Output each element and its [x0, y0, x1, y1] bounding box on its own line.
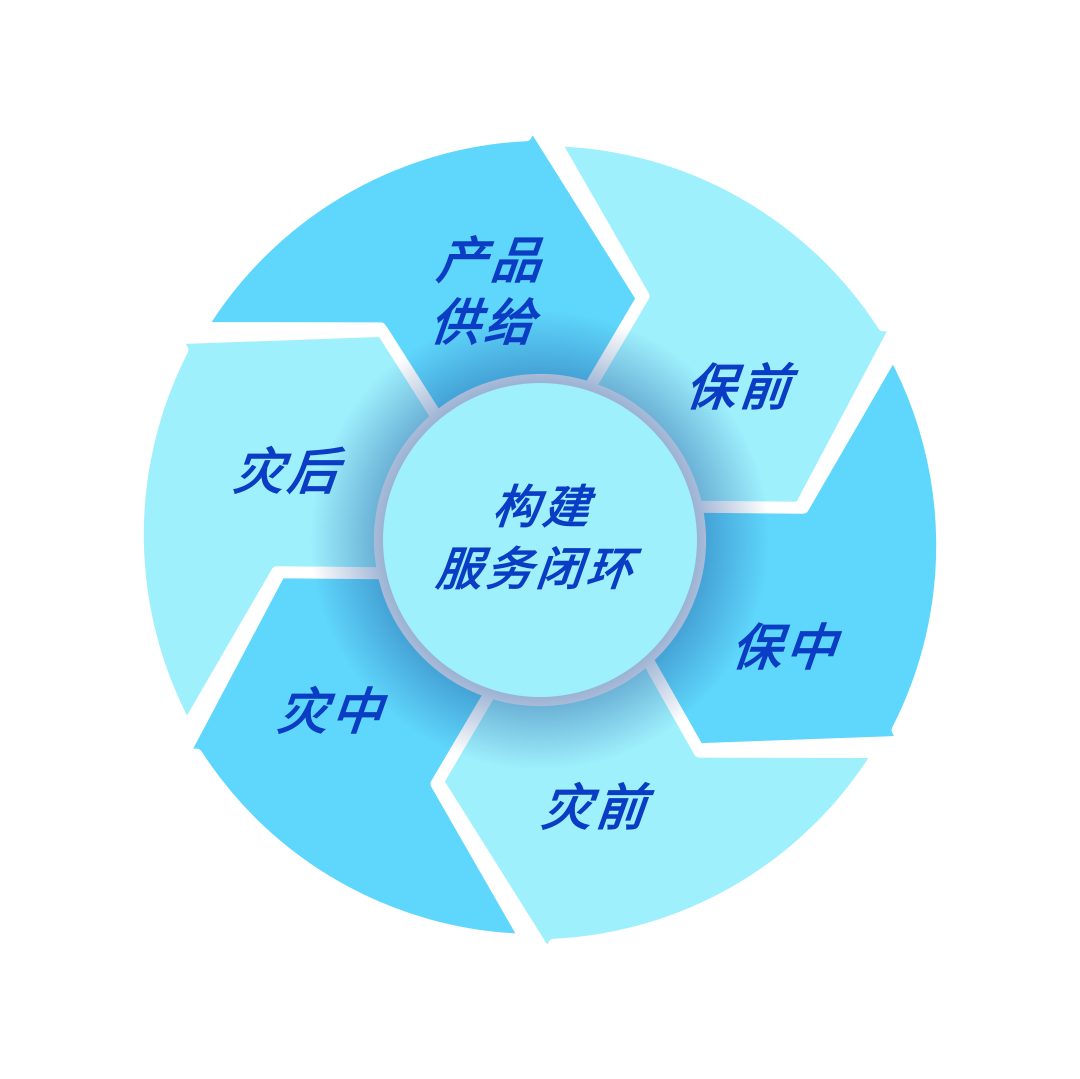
segment-label-mid-insurance: 保中 [728, 619, 844, 677]
segment-label-pre-disaster: 灾前 [538, 779, 654, 837]
segment-label-pre-insurance: 保前 [682, 359, 798, 417]
center-title: 构建服务闭环 [433, 480, 640, 596]
center-circle [383, 383, 697, 697]
segment-label-product-supply: 产品供给 [427, 232, 549, 352]
segment-label-mid-disaster: 灾中 [274, 683, 390, 741]
segment-label-post-disaster: 灾后 [230, 443, 346, 501]
